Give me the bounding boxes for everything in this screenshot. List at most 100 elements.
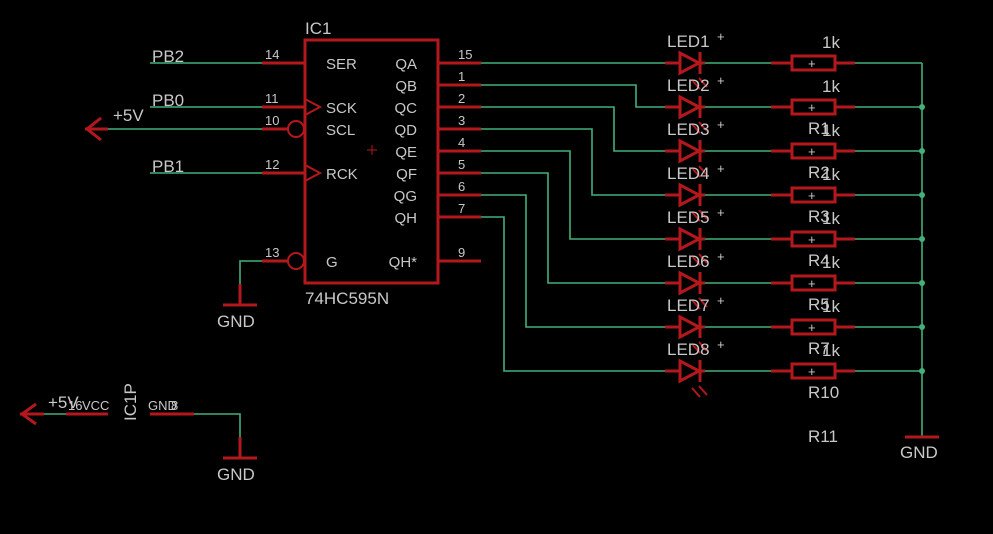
led-origin-mark: + xyxy=(717,205,725,220)
ic1-pin-name: QA xyxy=(395,56,417,73)
resistor-origin-mark: + xyxy=(808,100,816,115)
net-qb-wire[interactable] xyxy=(481,84,665,108)
ic1-pin-name: QF xyxy=(396,166,417,183)
ic1-value: 74HC595N xyxy=(305,289,389,308)
led-origin-mark: + xyxy=(717,73,725,88)
ic1-name: IC1 xyxy=(305,19,331,38)
ic1-pin-num: 11 xyxy=(265,91,279,106)
led-emission-arrow-icon xyxy=(698,165,708,176)
led-resistor-rows: LED1++LED2++LED3++LED4++LED5++LED6++LED7… xyxy=(665,29,925,446)
net-label-pb2: PB2 xyxy=(152,47,184,66)
led-emission-arrow-icon xyxy=(691,255,701,266)
net-qf-wire[interactable] xyxy=(481,172,665,284)
ic1-pin-num: 1 xyxy=(458,69,465,84)
led-label: LED2 xyxy=(667,76,710,95)
led-emission-arrow-icon xyxy=(698,297,708,308)
input-nets: PB2 PB0 +5V PB1 GND xyxy=(84,47,262,331)
ic1p-pin-name: GND xyxy=(148,398,177,413)
supply-5v-label: +5V xyxy=(113,106,144,125)
net-qc-wire[interactable] xyxy=(481,106,665,152)
ic1-pin-num: 6 xyxy=(458,179,465,194)
ic1-pin-name: SCL xyxy=(326,122,355,139)
resistor-origin-mark: + xyxy=(808,232,816,247)
led-emission-arrow-icon xyxy=(698,385,708,396)
ic1-g-inversion-bubble xyxy=(287,252,305,270)
ic1-pin-num: 2 xyxy=(458,91,465,106)
ic1p-pin-num: 16 xyxy=(68,398,82,413)
resistor-origin-mark: + xyxy=(808,276,816,291)
led-origin-mark: + xyxy=(717,249,725,264)
led-emission-arrow-icon xyxy=(698,209,708,220)
resistor-origin-mark: + xyxy=(808,56,816,71)
led-origin-mark: + xyxy=(717,161,725,176)
led-icon[interactable] xyxy=(678,358,703,384)
led-icon[interactable] xyxy=(678,94,703,120)
resistor-name-label: R11 xyxy=(808,427,838,446)
gnd-label-ic1p: GND xyxy=(217,465,255,484)
led-emission-arrow-icon xyxy=(698,253,708,264)
ic1-pin-num: 12 xyxy=(265,157,279,172)
led-label: LED1 xyxy=(667,32,710,51)
ic1-pin-num: 7 xyxy=(458,201,465,216)
net-gnd-wire[interactable] xyxy=(194,413,241,458)
led-icon[interactable] xyxy=(678,138,703,164)
net-qd-wire[interactable] xyxy=(481,128,665,196)
resistor-name-label: R5 xyxy=(808,295,830,314)
resistor-value-label: 1k xyxy=(822,209,840,228)
resistor-name-label: R3 xyxy=(808,207,830,226)
led-label: LED5 xyxy=(667,208,710,227)
net-g-gnd-wire[interactable] xyxy=(239,260,262,305)
ic1p-pin-num: 8 xyxy=(171,398,178,413)
gnd-label-ic: GND xyxy=(217,312,255,331)
led-label: LED4 xyxy=(667,164,710,183)
resistor-value-label: 1k xyxy=(822,121,840,140)
ic1-scl-inversion-bubble xyxy=(287,120,305,138)
ic1-pin-name: QE xyxy=(395,144,417,161)
resistor-origin-mark: + xyxy=(808,320,816,335)
ic1-pin-num: 13 xyxy=(265,245,279,260)
ic1p-name: IC1P xyxy=(121,383,140,421)
resistor-value-label: 1k xyxy=(822,165,840,184)
led-icon[interactable] xyxy=(678,270,703,296)
led-label: LED8 xyxy=(667,340,710,359)
ic1-rck-clock-mark xyxy=(304,164,323,182)
ic1-pin-num: 4 xyxy=(458,135,465,150)
led-icon[interactable] xyxy=(678,314,703,340)
resistor-name-label: R2 xyxy=(808,163,830,182)
ic1-pin-name: SCK xyxy=(326,100,357,117)
led-icon[interactable] xyxy=(678,226,703,252)
led-origin-mark: + xyxy=(717,293,725,308)
ic1-pin-num: 15 xyxy=(458,47,472,62)
ic1-symbol[interactable]: IC1 74HC595N 14 11 10 12 13 SER SCK SCL … xyxy=(262,19,481,308)
net-qe-wire[interactable] xyxy=(481,150,665,240)
resistor-value-label: 1k xyxy=(822,77,840,96)
resistor-value-label: 1k xyxy=(822,253,840,272)
led-origin-mark: + xyxy=(717,337,725,352)
net-qg-wire[interactable] xyxy=(481,194,665,328)
ic1-pin-name: QH xyxy=(395,210,418,227)
ic1-pin-num: 10 xyxy=(265,113,279,128)
led-icon[interactable] xyxy=(678,50,703,76)
led-icon[interactable] xyxy=(678,182,703,208)
resistor-origin-mark: + xyxy=(808,144,816,159)
gnd-bus: GND xyxy=(900,63,939,462)
led-emission-arrow-icon xyxy=(691,343,701,354)
led-emission-arrow-icon xyxy=(691,387,701,398)
led-emission-arrow-icon xyxy=(691,123,701,134)
ic1p-pin-name: VCC xyxy=(82,398,109,413)
led-emission-arrow-icon xyxy=(698,121,708,132)
resistor-value-label: 1k xyxy=(822,341,840,360)
ic1-pin-name: QG xyxy=(394,188,417,205)
resistor-name-label: R10 xyxy=(808,383,839,402)
led-emission-arrow-icon xyxy=(691,299,701,310)
ic1-pin-name: RCK xyxy=(326,166,358,183)
led-emission-arrow-icon xyxy=(698,341,708,352)
ic1-pin-num: 3 xyxy=(458,113,465,128)
net-qh-wire[interactable] xyxy=(481,216,665,372)
net-label-pb1: PB1 xyxy=(152,157,184,176)
ic1-pin-name: SER xyxy=(326,56,357,73)
resistor-value-label: 1k xyxy=(822,33,840,52)
led-origin-mark: + xyxy=(717,29,725,44)
ic1-pin-num: 9 xyxy=(458,245,465,260)
